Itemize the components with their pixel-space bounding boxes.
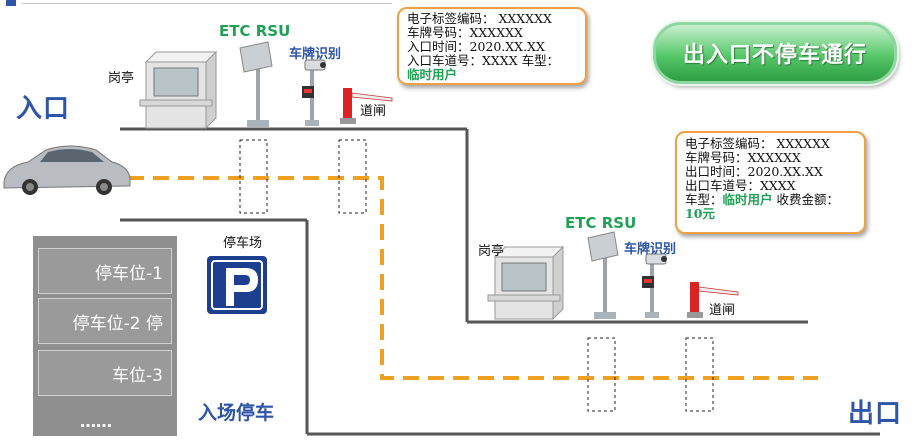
exit-rsu-icon [587,231,619,319]
exit-type-and-fee: 车型：临时用户 收费金额： [685,193,856,207]
exit-plate-recognition-label: 车牌识别 [624,242,677,257]
entry-user-type: 临时用户 [407,67,458,82]
exit-etc-rsu-label: ETC RSU [565,214,637,232]
parking-slot-2: 停车位-2 停 [38,298,172,344]
exit-barrier-icon [687,282,739,318]
exit-plate-zone [685,337,714,412]
entry-plate-number: 车牌号码：XXXXXX [407,25,523,40]
entry-time: 入口时间：2020.XX.XX [407,39,545,54]
exit-booth-label: 岗亭 [478,244,505,259]
badge-text: 出入口不停车通行 [682,43,867,68]
parking-slot-3: 车位-3 [38,350,172,396]
exit-lane: 出口车道号：XXXX [685,178,796,193]
exit-booth-icon [487,245,565,321]
exit-tag-code: 电子标签编码： XXXXXX [685,136,830,151]
entry-booth-label: 岗亭 [108,71,135,86]
car-icon [3,145,131,195]
exit-fee-label: 收费金额： [772,192,840,207]
exit-fee-amount: 10元 [685,206,715,221]
enter-parking-label: 入场停车 [198,402,275,424]
exit-plate-number: 车牌号码：XXXXXX [685,150,801,165]
exit-label: 出口 [848,399,903,429]
entry-plate-recognition-label: 车牌识别 [289,47,342,62]
parking-lot-label: 停车场 [223,236,263,251]
exit-camera-icon [642,253,667,318]
vehicle-route [128,176,818,380]
parking-slot-1: 停车位-1 [38,248,172,294]
exit-info-card: 电子标签编码： XXXXXX 车牌号码：XXXXXX 出口时间：2020.XX.… [675,131,866,234]
top-rule [22,3,392,4]
entry-barrier-label: 道闸 [360,104,387,119]
exit-time: 出口时间：2020.XX.XX [685,164,823,179]
parking-sign-icon [207,256,267,314]
entry-tag-code: 电子标签编码： XXXXXX [407,11,552,26]
entry-info-card: 电子标签编码： XXXXXX 车牌号码：XXXXXX 入口时间：2020.XX.… [397,7,587,85]
entry-rsu-icon [239,41,273,127]
entry-booth-icon [139,50,218,130]
exit-user-type: 临时用户 [722,192,773,207]
entry-plate-zone [338,139,367,214]
exit-barrier-label: 道闸 [709,303,736,318]
exit-rsu-zone [587,337,616,412]
entry-camera-icon [302,59,326,126]
entrance-label: 入口 [16,94,71,124]
corner-marker [6,0,16,6]
entry-lane-and-type: 入口车道号：XXXX 车型： [407,53,560,68]
no-stop-passage-badge: 出入口不停车通行 [653,22,897,84]
entry-barrier-icon [340,88,393,124]
exit-type-prefix: 车型： [685,192,723,207]
entry-rsu-zone [239,139,268,214]
parking-slot-more: …… [80,412,112,431]
entry-etc-rsu-label: ETC RSU [219,22,291,40]
